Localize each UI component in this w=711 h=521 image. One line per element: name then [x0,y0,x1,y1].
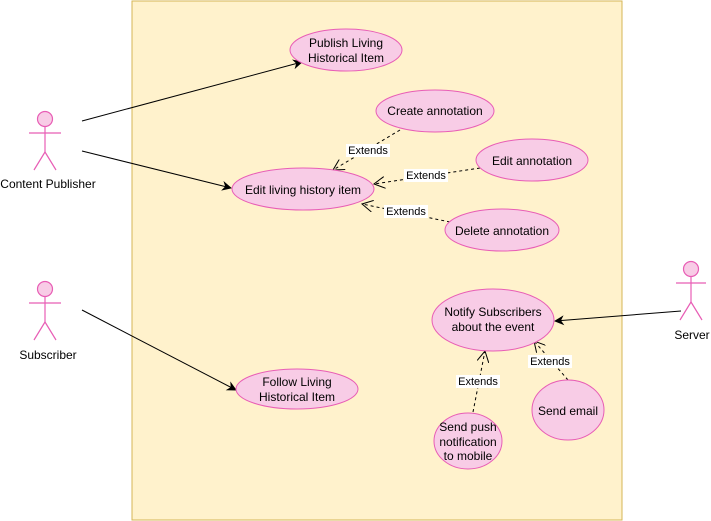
svg-text:Send email: Send email [538,404,598,418]
svg-text:Extends: Extends [530,356,570,368]
usecase-edit-annotation[interactable]: Edit annotation [475,138,589,182]
extends-label-email: Extends [528,355,572,368]
extends-label-create: Extends [346,144,390,157]
usecase-follow-living-historical-item[interactable]: Follow Living Historical Item [235,368,359,410]
usecase-edit-living-history-item[interactable]: Edit living history item [231,167,375,211]
svg-text:Send push: Send push [439,420,496,434]
svg-text:Delete annotation: Delete annotation [455,224,549,238]
extends-label-delete: Extends [384,205,428,218]
actor-head [36,280,54,298]
usecase-send-email[interactable]: Send email [531,379,605,441]
svg-text:Historical Item: Historical Item [259,390,335,404]
actor-head [682,260,700,278]
actor-label-subscriber: Subscriber [19,348,76,362]
svg-text:Extends: Extends [386,206,426,218]
svg-text:to mobile: to mobile [444,449,493,463]
usecase-create-annotation[interactable]: Create annotation [375,89,495,133]
actor-content-publisher[interactable]: Content Publisher [0,110,96,192]
association-publisher-edit [81,150,232,191]
svg-text:Notify Subscribers: Notify Subscribers [444,305,541,319]
actor-label-server: Server [674,328,709,342]
usecase-notify-subscribers[interactable]: Notify Subscribers about the event [431,288,555,352]
association-server-notify [554,310,682,326]
actor-head [36,110,54,128]
svg-text:Publish Living: Publish Living [309,36,383,50]
svg-text:Follow Living: Follow Living [262,375,331,389]
association-subscriber-follow [81,309,237,391]
extends-label-push: Extends [456,375,500,388]
actor-server[interactable]: Server [674,260,710,343]
svg-text:Edit annotation: Edit annotation [492,154,572,168]
actor-label-content-publisher: Content Publisher [0,177,95,191]
extends-create-to-edit [333,129,401,170]
usecase-delete-annotation[interactable]: Delete annotation [444,208,560,252]
association-publisher-publish [81,59,303,122]
system-boundary [131,0,623,521]
svg-text:Historical Item: Historical Item [308,51,384,65]
svg-text:Extends: Extends [348,145,388,157]
svg-text:Edit living history item: Edit living history item [245,183,361,197]
svg-text:Extends: Extends [406,170,446,182]
svg-text:Extends: Extends [458,376,498,388]
usecase-publish-living-historical-item[interactable]: Publish Living Historical Item [289,28,403,72]
usecase-send-push-notification[interactable]: Send push notification to mobile [433,412,503,470]
svg-text:about the event: about the event [452,320,535,334]
extends-label-edit: Extends [404,169,448,182]
svg-text:Create annotation: Create annotation [387,104,482,118]
svg-text:notification: notification [439,435,496,449]
actor-subscriber[interactable]: Subscriber [19,280,77,363]
